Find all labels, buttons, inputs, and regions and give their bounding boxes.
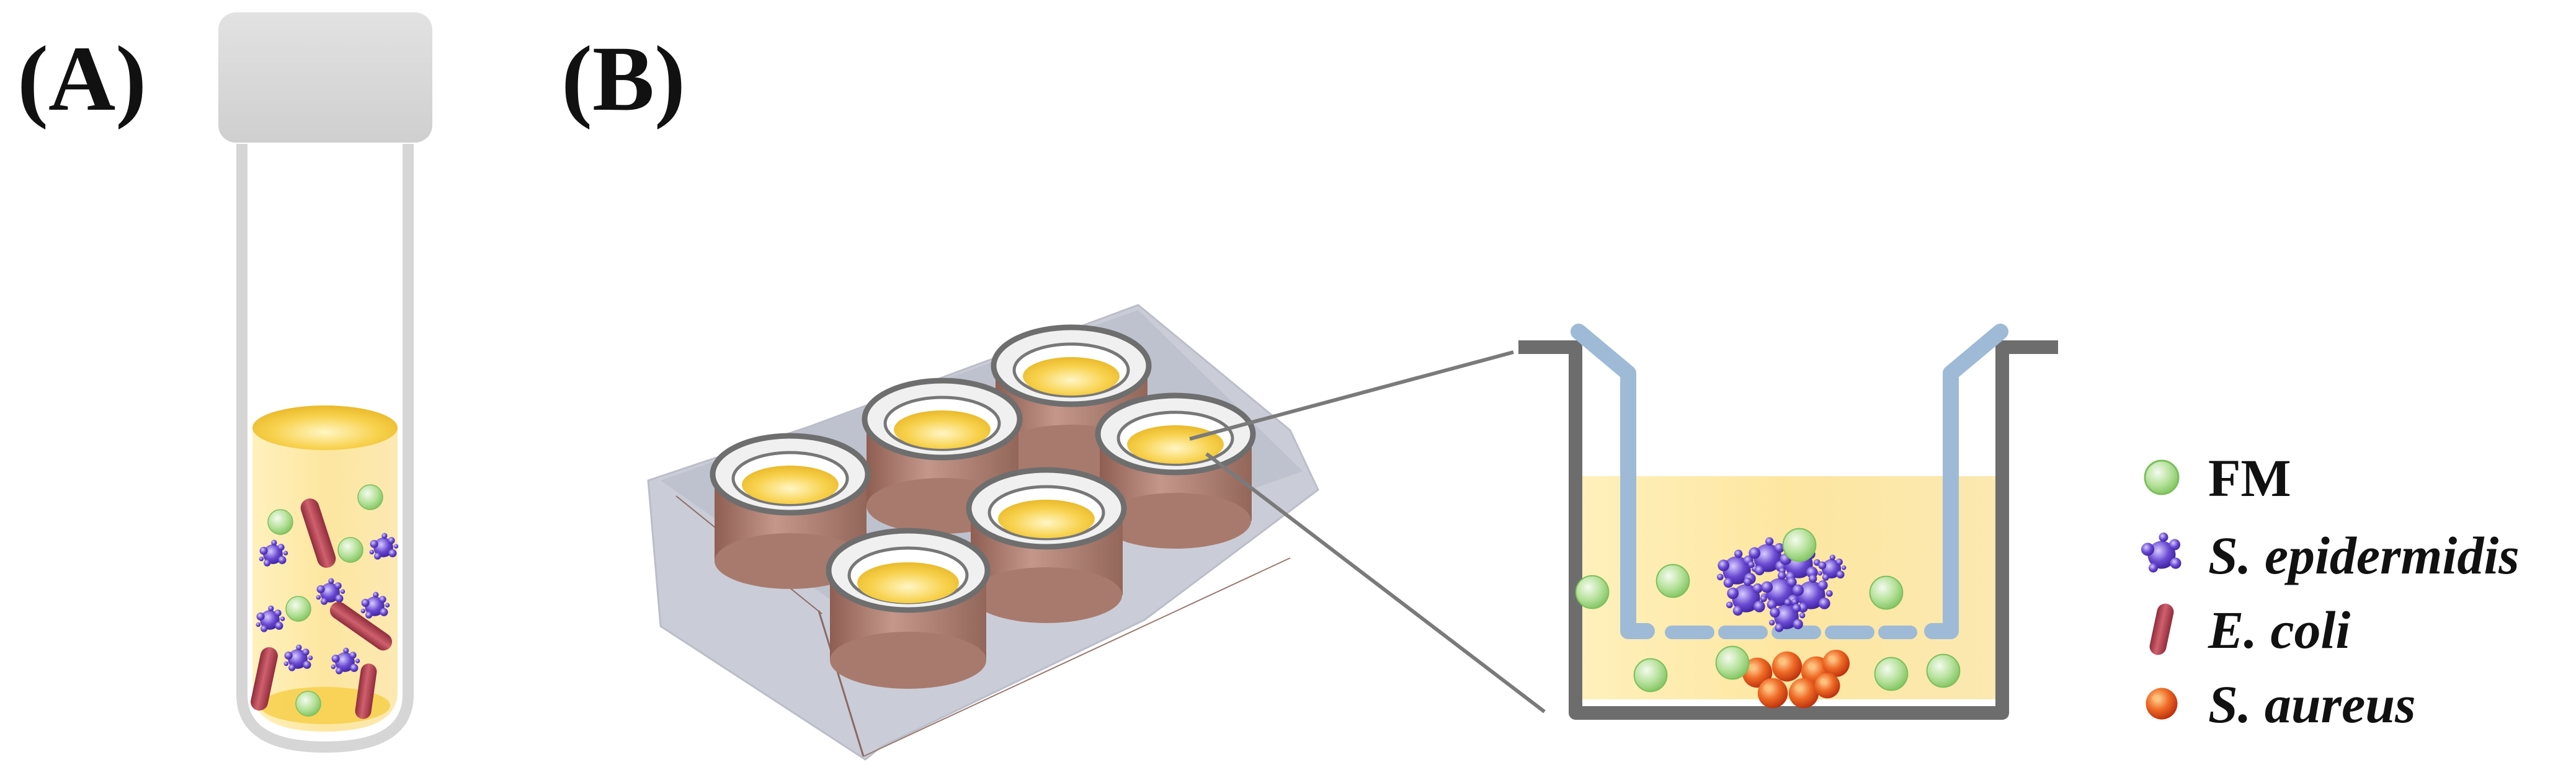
green-sphere-icon [2144, 459, 2180, 495]
transwell-cross-section [1518, 324, 2058, 720]
legend-item-fm: FM [2134, 443, 2576, 518]
panel-label-b: (B) [561, 27, 685, 130]
legend-item-s-epidermidis: S. epidermidis [2134, 521, 2576, 595]
zoom-callout-lines [1189, 350, 1546, 714]
culture-tube [218, 12, 432, 753]
lower-chamber-wall [1518, 340, 2058, 720]
insert-wall-left [1571, 324, 1655, 639]
purple-coccus-icon [2141, 533, 2182, 573]
well [966, 467, 1127, 623]
tube-liquid [252, 405, 398, 732]
red-rod-icon [2149, 603, 2174, 655]
well [826, 528, 991, 689]
insert-wall-right [1924, 324, 2008, 639]
legend-label-s-aureus: S. aureus [2208, 675, 2416, 734]
six-well-plate [647, 304, 1319, 761]
tube-cap [218, 12, 432, 143]
legend-label-e-coli: E. coli [2208, 600, 2351, 660]
orange-coccus-icon [2146, 688, 2178, 720]
legend-item-s-aureus: S. aureus [2134, 670, 2576, 744]
panel-label-a: (A) [17, 27, 147, 130]
legend-label-fm: FM [2208, 448, 2291, 508]
legend-label-s-epidermidis: S. epidermidis [2208, 526, 2520, 585]
well [862, 378, 1023, 534]
legend-item-e-coli: E. coli [2134, 595, 2576, 670]
tube-e-coli [251, 498, 393, 719]
